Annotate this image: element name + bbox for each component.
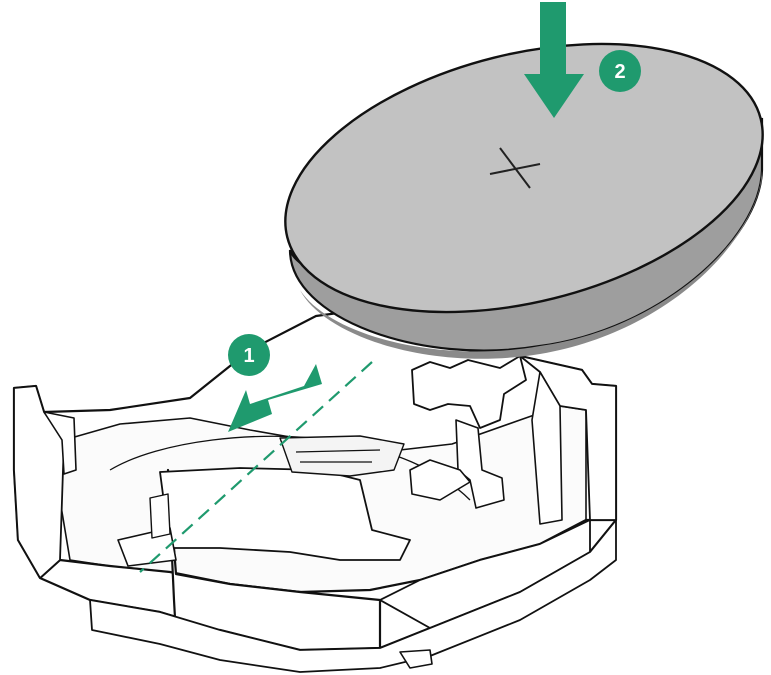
holder-foot-notch: [400, 650, 432, 668]
step-2-badge: 2: [599, 50, 641, 92]
battery-holder: [14, 310, 616, 672]
step-2-number: 2: [614, 61, 625, 83]
holder-left-slot: [150, 494, 170, 538]
step-1-number: 1: [243, 345, 254, 367]
coin-battery: [257, 0, 771, 359]
holder-inner-ledge: [280, 436, 404, 476]
step-1-badge: 1: [228, 334, 270, 376]
